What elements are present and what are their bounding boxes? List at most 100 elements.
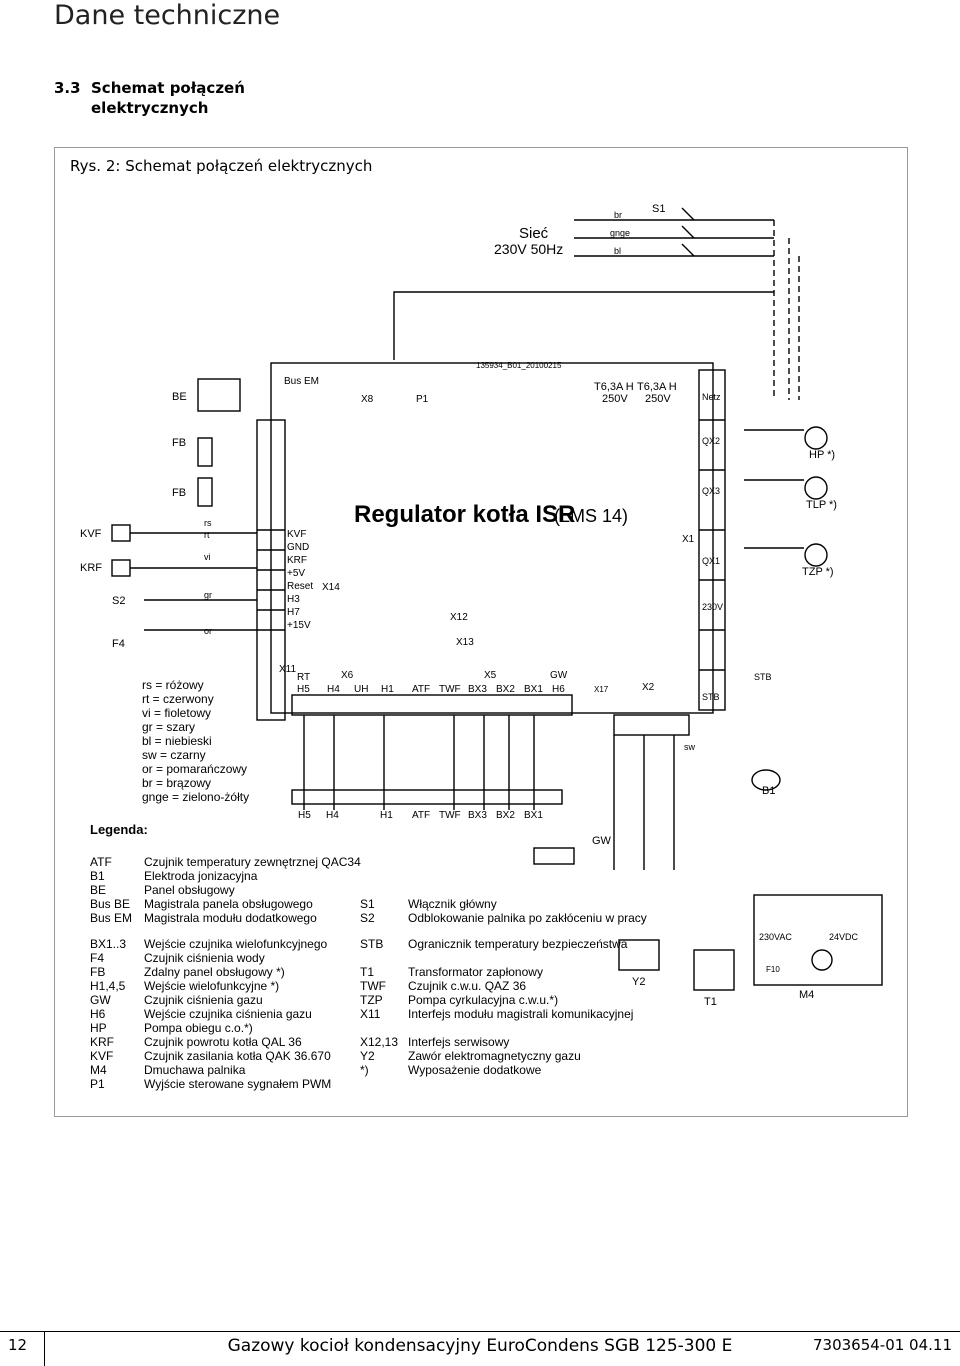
- legend-desc: Włącznik główny: [408, 897, 497, 911]
- ignition-transformer-t1: [693, 949, 735, 991]
- terminal-gnd: GND: [287, 542, 309, 553]
- switch-s1-label: S1: [652, 203, 665, 215]
- label-t1: T1: [704, 996, 717, 1008]
- connector-qx1: QX1: [702, 556, 720, 566]
- sensor-bx3: BX3: [468, 810, 487, 821]
- label-24vdc: 24VDC: [829, 932, 859, 942]
- color-legend-item: or = pomarańczowy: [142, 762, 247, 776]
- legend-desc: Pompa cyrkulacyjna c.w.u.*): [408, 993, 558, 1007]
- legend-desc: Czujnik ciśnienia gazu: [144, 993, 263, 1007]
- legend-desc: Ogranicznik temperatury bezpieczeństwa: [408, 937, 628, 951]
- page-footer: 12 Gazowy kocioł kondensacyjny EuroConde…: [0, 1331, 960, 1366]
- term-h4: H4: [327, 684, 340, 695]
- color-legend-item: gnge = zielono-żółty: [142, 790, 249, 804]
- connector-x17: X17: [594, 685, 609, 694]
- connector-x6: X6: [341, 670, 354, 681]
- part-code: 135934_B01_20100215: [476, 361, 562, 370]
- mains-voltage: 230V 50Hz: [494, 241, 563, 257]
- label-230vac: 230VAC: [759, 932, 792, 942]
- wire-rt: rt: [204, 530, 210, 540]
- terminal-reset: Reset: [287, 581, 313, 592]
- legend-desc: Wejście czujnika wielofunkcyjnego: [144, 937, 328, 951]
- term-bx2: BX2: [496, 684, 515, 695]
- page-number: 12: [8, 1336, 28, 1354]
- fuse1-voltage: 250V: [602, 393, 628, 405]
- connector-stb: STB: [702, 692, 720, 702]
- legend-desc: Transformator zapłonowy: [408, 965, 543, 979]
- legend-desc: Czujnik temperatury zewnętrznej QAC34: [144, 855, 361, 869]
- terminal-h3: H3: [287, 594, 300, 605]
- section-title-line2: elektrycznych: [91, 99, 209, 117]
- section-heading: 3.3 Schemat połączeń elektrycznych: [54, 78, 245, 117]
- figure-frame: [54, 147, 908, 1117]
- mains-label: Sieć: [519, 225, 549, 242]
- color-legend-item: br = brązowy: [142, 776, 211, 790]
- wiring-diagram: Regulator kotła ISR (LMS 14) Sieć 230V 5…: [80, 203, 883, 1091]
- label-b1: B1: [762, 785, 775, 797]
- legend-code: F4: [90, 951, 104, 965]
- controller-title-suffix: (LMS 14): [554, 506, 628, 526]
- legend-desc: Zdalny panel obsługowy *): [144, 965, 285, 979]
- term-h5: H5: [297, 684, 310, 695]
- bus-supply-wire: [393, 291, 774, 360]
- color-legend-item: bl = niebieski: [142, 734, 212, 748]
- connector-p1: P1: [416, 394, 429, 405]
- terminal-krf: KRF: [287, 555, 307, 566]
- sensor-atf: ATF: [412, 810, 430, 821]
- device-fb1: FB: [172, 437, 186, 449]
- connector-x13: X13: [456, 637, 474, 648]
- legend-desc: Czujnik c.w.u. QAZ 36: [408, 979, 526, 993]
- sensor-bx2: BX2: [496, 810, 515, 821]
- connector-x8: X8: [361, 394, 374, 405]
- wire-bl: bl: [614, 246, 621, 256]
- legend-code: STB: [360, 937, 383, 951]
- pump-tlp-label: TLP *): [806, 499, 837, 511]
- controller-title: Regulator kotła ISR: [354, 501, 575, 528]
- legend-desc: Pompa obiegu c.o.*): [144, 1021, 253, 1035]
- remote-panel-fb2: [197, 477, 213, 507]
- legend-desc: Wyposażenie dodatkowe: [408, 1063, 542, 1077]
- connector-x1: X1: [682, 534, 695, 545]
- legend-desc: Czujnik ciśnienia wody: [144, 951, 265, 965]
- label-stb: STB: [754, 672, 772, 682]
- legend-code: H1,4,5: [90, 979, 126, 993]
- document-number: 7303654-01 04.11: [812, 1336, 952, 1354]
- terminal-kvf: KVF: [287, 529, 306, 540]
- term-h6: H6: [552, 684, 565, 695]
- connector-x11: X11: [279, 664, 296, 675]
- ionization-electrode-b1: [751, 769, 781, 791]
- section-number: 3.3: [54, 79, 81, 97]
- connector-qx3: QX3: [702, 486, 720, 496]
- main-switch-s1: [681, 207, 695, 257]
- device-fb2: FB: [172, 487, 186, 499]
- legend-code: T1: [360, 965, 374, 979]
- legend-title: Legenda:: [90, 822, 148, 837]
- legend-code: KRF: [90, 1035, 114, 1049]
- color-legend-item: rt = czerwony: [142, 692, 214, 706]
- legend-desc: Wyjście sterowane sygnałem PWM: [144, 1077, 331, 1091]
- term-twf: TWF: [439, 684, 461, 695]
- legend-code: Y2: [360, 1049, 375, 1063]
- legend-desc: Interfejs serwisowy: [408, 1035, 509, 1049]
- term-atf: ATF: [412, 684, 430, 695]
- legend-code: X11: [360, 1007, 381, 1021]
- pump-tlp: [804, 476, 828, 500]
- gas-pressure-gw: [533, 847, 575, 865]
- pump-tzp: [804, 543, 828, 567]
- connector-230v: 230V: [702, 602, 723, 612]
- sensor-kvf: [111, 524, 131, 542]
- fuse1-label: T6,3A H: [594, 381, 634, 393]
- wire-vi: vi: [204, 552, 211, 562]
- legend-code: BX1..3: [90, 937, 126, 951]
- pump-tzp-label: TZP *): [802, 566, 834, 578]
- legend-desc: Magistrala modułu dodatkowego: [144, 911, 317, 925]
- terminal-5v: +5V: [287, 568, 305, 579]
- color-legend-item: rs = różowy: [142, 678, 204, 692]
- connector-x2: X2: [642, 682, 655, 693]
- page-header-title: Dane techniczne: [54, 0, 281, 31]
- sensor-twf: TWF: [439, 810, 461, 821]
- device-be: BE: [172, 391, 187, 403]
- legend-code: FB: [90, 965, 105, 979]
- legend-code: M4: [90, 1063, 107, 1077]
- color-legend-item: gr = szary: [142, 720, 195, 734]
